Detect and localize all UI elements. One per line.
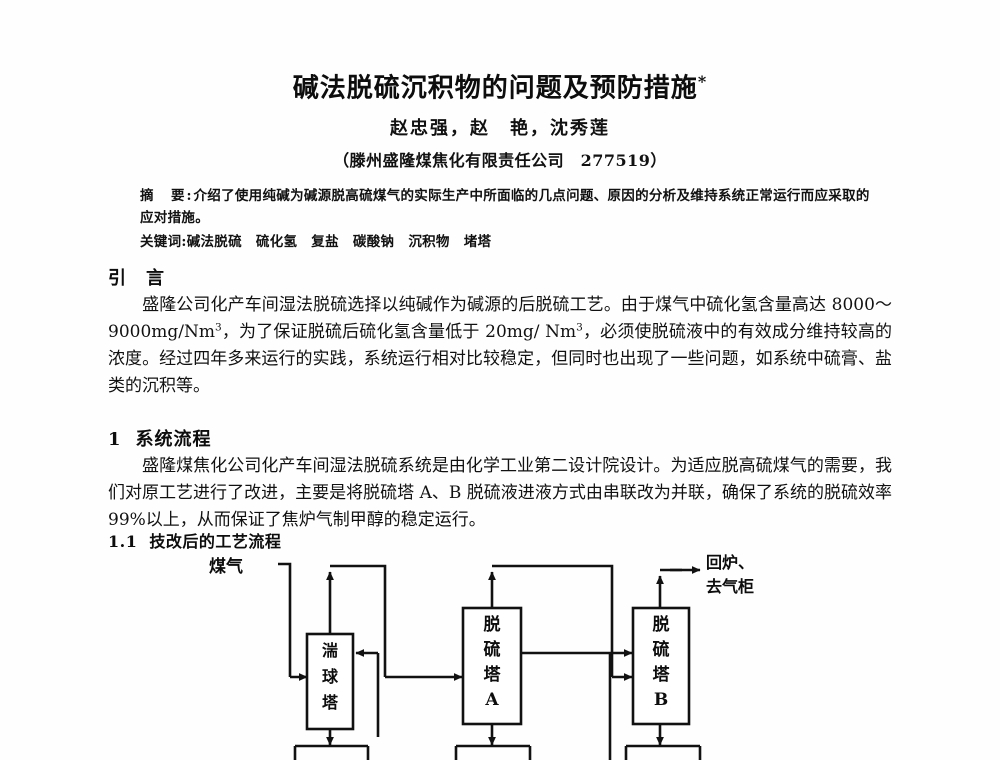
heading-introduction: 引 言	[108, 264, 165, 290]
box-turbulent-ball-tower: 湍 球 塔	[305, 632, 355, 731]
heading-section-1-1-number: 1.1	[108, 532, 138, 551]
title-text: 碱法脱硫沉积物的问题及预防措施	[292, 73, 698, 104]
box-label-line: 硫	[653, 639, 670, 660]
heading-section-1-number: 1	[108, 429, 122, 450]
box-label-line: 球	[322, 667, 339, 686]
abstract-text: 介绍了使用纯碱为碱源脱高硫煤气的实际生产中所面临的几点问题、原因的分析及维持系统…	[140, 188, 870, 226]
paragraph-introduction: 盛隆公司化产车间湿法脱硫选择以纯碱作为碱源的后脱硫工艺。由于煤气中硫化氢含量高达…	[108, 292, 892, 399]
page-title: 碱法脱硫沉积物的问题及预防措施*	[0, 72, 1000, 105]
author-list: 赵忠强，赵 艳，沈秀莲	[390, 118, 610, 140]
box-label-line: 塔	[322, 693, 339, 712]
intro-superscript-2: 3	[576, 321, 583, 334]
box-desulfurization-tower-a: 脱 硫 塔 A	[461, 606, 523, 726]
title-footnote-marker: *	[697, 72, 708, 91]
diagram-label-inlet-gas: 煤气	[209, 556, 243, 577]
flow-inlet-gas-line	[278, 562, 292, 677]
heading-section-1-1-text: 技改后的工艺流程	[149, 532, 282, 551]
keywords-line: 关键词:碱法脱硫硫化氢复盐碳酸钠沉积物堵塔	[140, 232, 880, 254]
process-flow-diagram: 湍 球 塔 脱 硫 塔 A 脱 硫 塔 B 煤气 回炉、	[200, 552, 800, 760]
keyword-item: 堵塔	[463, 233, 492, 250]
box-label-line: A	[484, 690, 499, 710]
heading-section-1-text: 系统流程	[135, 429, 212, 450]
box-label-line: B	[654, 690, 668, 710]
box-label-line: 塔	[653, 664, 671, 685]
section-1-text: 盛隆煤焦化公司化产车间湿法脱硫系统是由化学工业第二设计院设计。为适应脱高硫煤气的…	[108, 456, 892, 530]
abstract-block: 摘 要:介绍了使用纯碱为碱源脱高硫煤气的实际生产中所面临的几点问题、原因的分析及…	[140, 186, 880, 254]
diagram-label-outlet-line2: 去气柜	[706, 577, 754, 596]
intro-superscript-1: 3	[215, 321, 222, 334]
flow-towerA-to-towerB-line	[492, 564, 614, 677]
abstract-label: 摘 要:	[140, 188, 194, 204]
tank-under-towerA	[454, 744, 532, 760]
keyword-item: 复盐	[311, 233, 339, 250]
heading-introduction-text: 引 言	[108, 268, 165, 289]
box-label-line: 硫	[484, 639, 501, 660]
keyword-item: 碳酸钠	[352, 233, 395, 250]
heading-section-1: 1 系统流程	[108, 425, 212, 451]
paragraph-section-1: 盛隆煤焦化公司化产车间湿法脱硫系统是由化学工业第二设计院设计。为适应脱高硫煤气的…	[108, 453, 892, 534]
affiliation: （滕州盛隆煤焦化有限责任公司 277519）	[333, 151, 667, 171]
flow-ball-tower-to-towerA-line	[330, 564, 387, 677]
intro-text-3: ，必须使脱硫液中的有效成分维持较高的浓度。经过四年多来运行的实践，系统运行相对比…	[108, 321, 892, 396]
box-label-line: 湍	[322, 641, 338, 660]
box-desulfurization-tower-b: 脱 硫 塔 B	[631, 606, 691, 726]
box-label-line: 脱	[653, 614, 670, 635]
intro-text-2: ，为了保证脱硫后硫化氢含量低于 20mg/ Nm	[221, 321, 577, 342]
tank-under-towerB	[624, 744, 702, 760]
box-label-line: 塔	[484, 664, 502, 685]
keyword-item: 碱法脱硫	[186, 233, 242, 250]
intro-text-1: 盛隆公司化产车间湿法脱硫选择以纯碱作为碱源的后脱硫工艺。由于煤气中硫化氢含量高达…	[108, 295, 892, 342]
keywords-list: 碱法脱硫硫化氢复盐碳酸钠沉积物堵塔	[187, 234, 506, 250]
diagram-label-outlet-line1: 回炉、	[706, 553, 754, 572]
tank-under-ball-tower	[293, 744, 370, 760]
keywords-label: 关键词:	[140, 233, 187, 250]
abstract-paragraph: 摘 要:介绍了使用纯碱为碱源脱高硫煤气的实际生产中所面临的几点问题、原因的分析及…	[140, 186, 880, 230]
keyword-item: 硫化氢	[255, 233, 298, 250]
title-block: 碱法脱硫沉积物的问题及预防措施* 赵忠强，赵 艳，沈秀莲 （滕州盛隆煤焦化有限责…	[0, 72, 1000, 171]
heading-section-1-1: 1.1 技改后的工艺流程	[108, 528, 281, 552]
keyword-item: 沉积物	[408, 233, 450, 250]
box-label-line: 脱	[484, 614, 501, 635]
